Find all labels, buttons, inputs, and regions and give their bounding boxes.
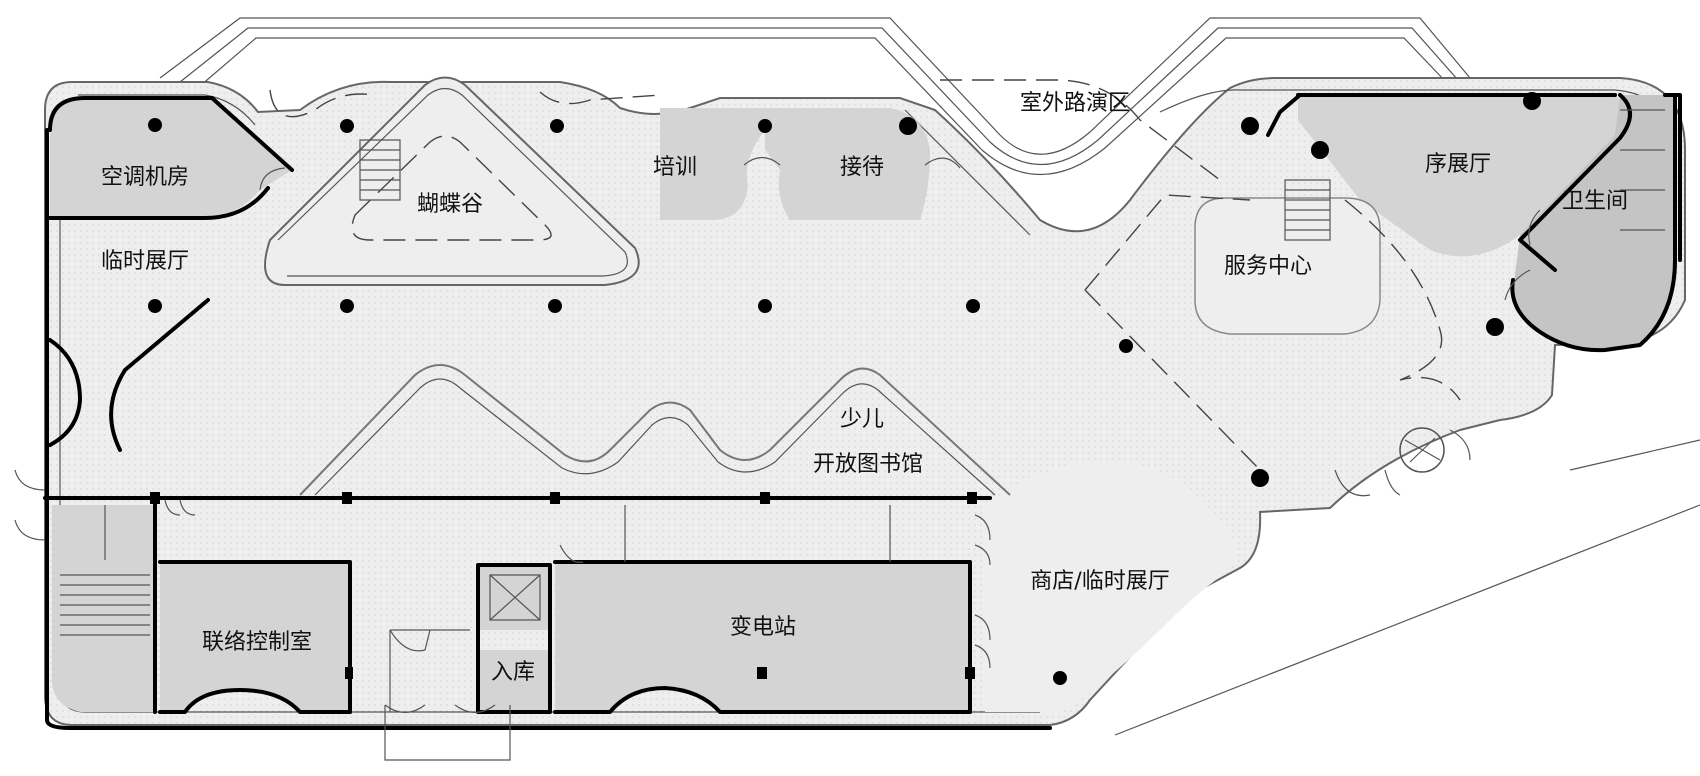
column bbox=[1119, 339, 1133, 353]
doors bbox=[14, 156, 1541, 714]
label-open-library: 开放图书馆 bbox=[813, 452, 923, 477]
column bbox=[760, 492, 770, 504]
label-reception: 接待 bbox=[840, 155, 884, 180]
column bbox=[1241, 117, 1259, 135]
column bbox=[345, 667, 353, 679]
column bbox=[758, 299, 772, 313]
label-aircon-room: 空调机房 bbox=[101, 165, 189, 190]
label-substation: 变电站 bbox=[730, 615, 796, 640]
column bbox=[150, 492, 160, 504]
label-shop: 商店/临时展厅 bbox=[1030, 569, 1169, 594]
revolving-door bbox=[1399, 427, 1445, 473]
column bbox=[550, 119, 564, 133]
column bbox=[548, 299, 562, 313]
column bbox=[1523, 92, 1541, 110]
elevator-room bbox=[478, 565, 550, 630]
column bbox=[966, 299, 980, 313]
label-storage: 入库 bbox=[491, 660, 535, 685]
label-restroom: 卫生间 bbox=[1562, 189, 1628, 214]
column bbox=[550, 492, 560, 504]
column bbox=[340, 299, 354, 313]
column bbox=[1053, 671, 1067, 685]
label-temp-hall: 临时展厅 bbox=[101, 249, 189, 274]
control-room bbox=[160, 562, 350, 712]
label-kids: 少儿 bbox=[840, 407, 884, 432]
label-prelude-hall: 序展厅 bbox=[1425, 152, 1491, 177]
butterfly-valley bbox=[264, 76, 640, 286]
rooms-shaded bbox=[50, 95, 1675, 712]
column bbox=[148, 299, 162, 313]
reception-room bbox=[765, 108, 930, 220]
label-control-room: 联络控制室 bbox=[202, 630, 312, 655]
column bbox=[1486, 318, 1504, 336]
label-service-center: 服务中心 bbox=[1224, 254, 1312, 279]
column bbox=[899, 117, 917, 135]
prelude-room bbox=[1298, 95, 1626, 257]
restroom-room bbox=[1513, 95, 1675, 350]
column bbox=[342, 492, 352, 504]
kids-library-zigzag bbox=[299, 364, 1011, 496]
label-outdoor-stage: 室外路演区 bbox=[1020, 91, 1130, 116]
service-center-area bbox=[1194, 179, 1381, 335]
column bbox=[965, 667, 975, 679]
substation-room bbox=[555, 562, 970, 712]
label-butterfly-valley: 蝴蝶谷 bbox=[417, 192, 483, 217]
stair-room bbox=[52, 505, 155, 712]
column bbox=[757, 667, 767, 679]
column bbox=[340, 119, 354, 133]
partitions bbox=[60, 109, 1665, 761]
column bbox=[758, 119, 772, 133]
column bbox=[1311, 141, 1329, 159]
dashed-guides bbox=[269, 79, 1461, 471]
storage-room bbox=[478, 650, 550, 712]
column bbox=[148, 118, 162, 132]
columns bbox=[148, 92, 1541, 685]
column bbox=[967, 492, 977, 504]
outdoor-roads bbox=[159, 17, 1700, 736]
walls bbox=[43, 93, 1682, 730]
aircon-room bbox=[50, 98, 292, 218]
training-room bbox=[660, 108, 765, 220]
column bbox=[1251, 469, 1269, 487]
shop-area bbox=[985, 460, 1235, 712]
room-labels: 空调机房 临时展厅 蝴蝶谷 培训 接待 室外路演区 序展厅 卫生间 服务中心 少… bbox=[101, 91, 1628, 685]
label-training: 培训 bbox=[653, 155, 697, 180]
